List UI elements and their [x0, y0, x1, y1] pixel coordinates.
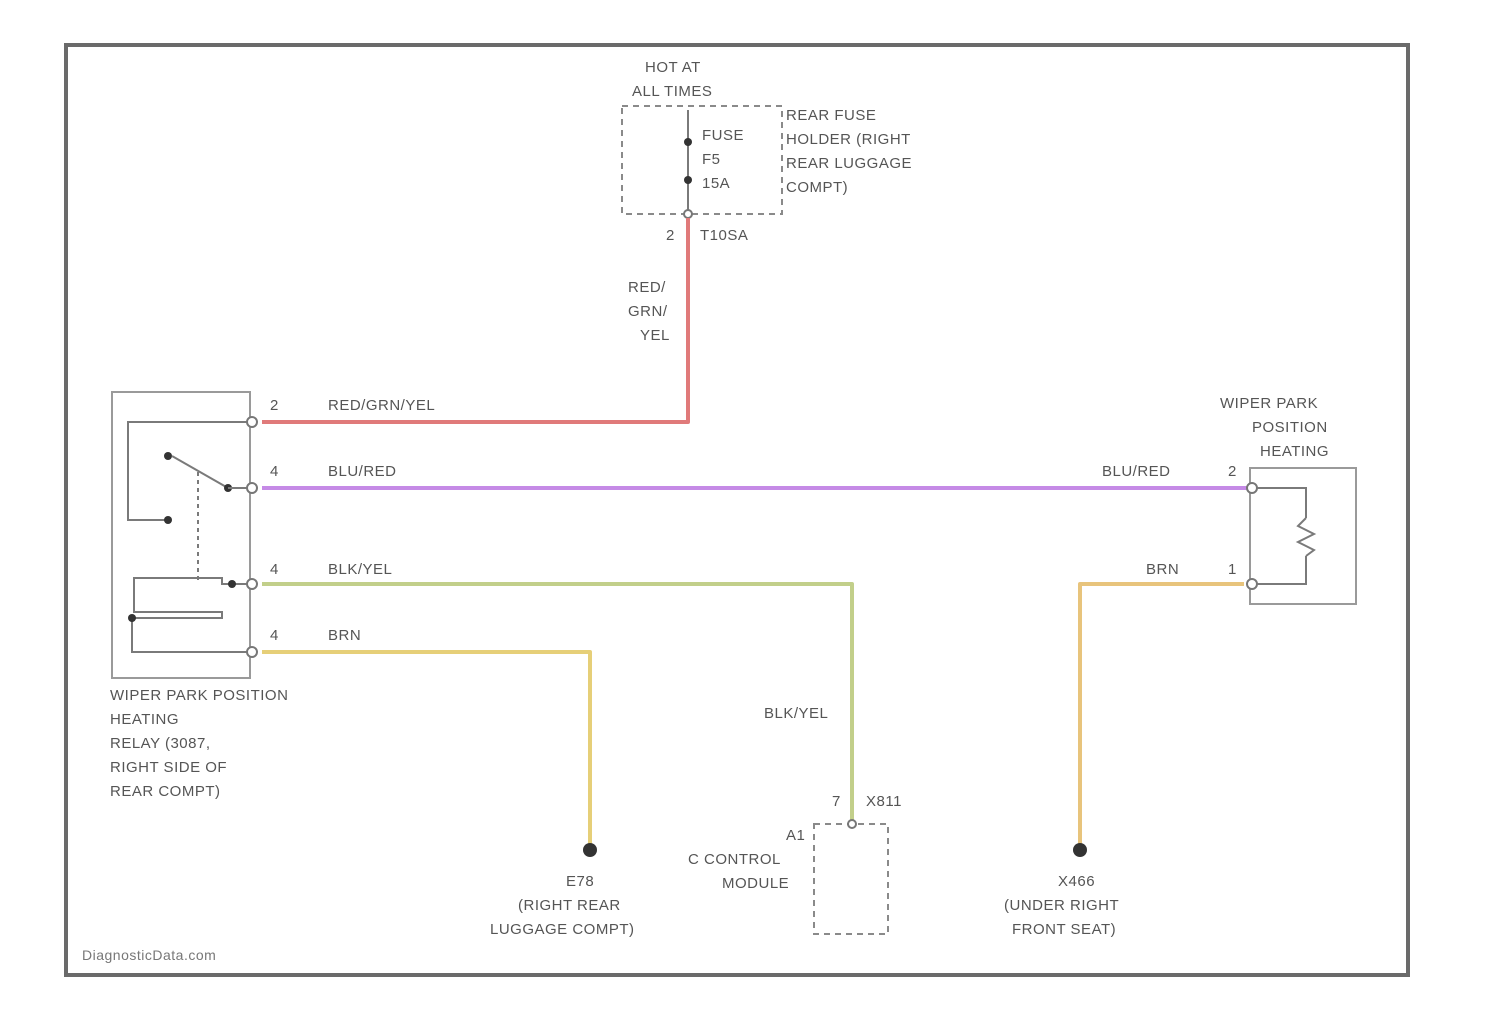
wire-label-brn-right: BRN	[1146, 561, 1179, 578]
heater-element	[1298, 518, 1314, 556]
fuse-holder-label-line2: HOLDER (RIGHT	[786, 131, 911, 148]
fuse-terminal-bottom	[684, 176, 692, 184]
relay-pin-label-1: 2	[270, 397, 279, 414]
heater-internal-return	[1252, 556, 1306, 584]
watermark: DiagnosticData.com	[82, 947, 216, 963]
relay-caption-line3: RELAY (3087,	[110, 735, 211, 752]
fuse-holder-label-line4: COMPT)	[786, 179, 848, 196]
relay-contact-nc	[164, 452, 172, 460]
control-module-terminal	[848, 820, 856, 828]
ground-right-line3: FRONT SEAT)	[1012, 921, 1116, 938]
control-module-connector: X811	[866, 793, 902, 810]
heater-title-line1: WIPER PARK	[1220, 395, 1318, 412]
wire-label-blu-red-left: BLU/RED	[328, 463, 397, 480]
control-module-pin: 7	[832, 793, 841, 810]
heater-pin-2	[1247, 483, 1257, 493]
fuse-output-terminal	[684, 210, 692, 218]
relay-caption-line2: HEATING	[110, 711, 179, 728]
relay-pin-4a	[247, 483, 257, 493]
relay-coil-node-top	[228, 580, 236, 588]
relay-switch-frame	[128, 422, 250, 520]
wire-red-grn-yel	[262, 218, 688, 422]
fuse-label-line3: 15A	[702, 175, 730, 192]
wire-blk-yel	[262, 584, 852, 822]
relay-caption-line1: WIPER PARK POSITION	[110, 687, 288, 704]
heater-title-line2: POSITION	[1252, 419, 1328, 436]
relay-coil	[132, 578, 250, 652]
wire-label-blk-yel-vertical: BLK/YEL	[764, 705, 828, 722]
fuse-label-line2: F5	[702, 151, 721, 168]
wire-label-red-vertical-2: GRN/	[628, 303, 668, 320]
fuse-connector-label: T10SA	[700, 227, 748, 244]
wire-label-red-grn-yel: RED/GRN/YEL	[328, 397, 435, 414]
ground-right-line2: (UNDER RIGHT	[1004, 897, 1119, 914]
heater-title-line3: HEATING	[1260, 443, 1329, 460]
ground-left-line2: (RIGHT REAR	[518, 897, 621, 914]
wire-label-blu-red-right: BLU/RED	[1102, 463, 1171, 480]
control-module-line1: A1	[786, 827, 805, 844]
wire-label-brn-left: BRN	[328, 627, 361, 644]
relay-pin-label-3: 4	[270, 561, 279, 578]
relay-pin-4c	[247, 647, 257, 657]
control-module-line2: C CONTROL	[688, 851, 781, 868]
diagram-frame	[66, 45, 1408, 975]
fuse-pin-number: 2	[666, 227, 675, 244]
ground-left-id: E78	[566, 873, 594, 890]
relay-contact-no	[164, 516, 172, 524]
relay-caption-line4: RIGHT SIDE OF	[110, 759, 227, 776]
fuse-holder-label-line3: REAR LUGGAGE	[786, 155, 912, 172]
heater-internal-wire	[1252, 488, 1306, 518]
wire-label-red-vertical-3: YEL	[640, 327, 670, 344]
relay-pin-label-4: 4	[270, 627, 279, 644]
control-module-line3: MODULE	[722, 875, 789, 892]
heater-pin-1	[1247, 579, 1257, 589]
fuse-holder-label-line1: REAR FUSE	[786, 107, 876, 124]
wire-label-blk-yel: BLK/YEL	[328, 561, 392, 578]
fuse-label-line1: FUSE	[702, 127, 744, 144]
ground-right-point	[1073, 843, 1087, 857]
fuse-terminal-top	[684, 138, 692, 146]
wire-brn-left	[262, 652, 590, 848]
relay-caption-line5: REAR COMPT)	[110, 783, 221, 800]
ground-right-id: X466	[1058, 873, 1095, 890]
wire-brn-right	[1080, 584, 1244, 848]
wire-label-red-vertical-1: RED/	[628, 279, 666, 296]
fuse-hot-label-line1: HOT AT	[645, 59, 701, 76]
relay-pin-2	[247, 417, 257, 427]
relay-coil-node	[128, 614, 136, 622]
control-module-outline	[814, 824, 888, 934]
relay-pin-4b	[247, 579, 257, 589]
ground-left-point	[583, 843, 597, 857]
fuse-hot-label-line2: ALL TIMES	[632, 83, 712, 100]
ground-left-line3: LUGGAGE COMPT)	[490, 921, 635, 938]
heater-pin-label-1: 1	[1228, 561, 1237, 578]
relay-pin-label-2: 4	[270, 463, 279, 480]
relay-switch-arm	[172, 456, 228, 488]
heater-pin-label-2: 2	[1228, 463, 1237, 480]
